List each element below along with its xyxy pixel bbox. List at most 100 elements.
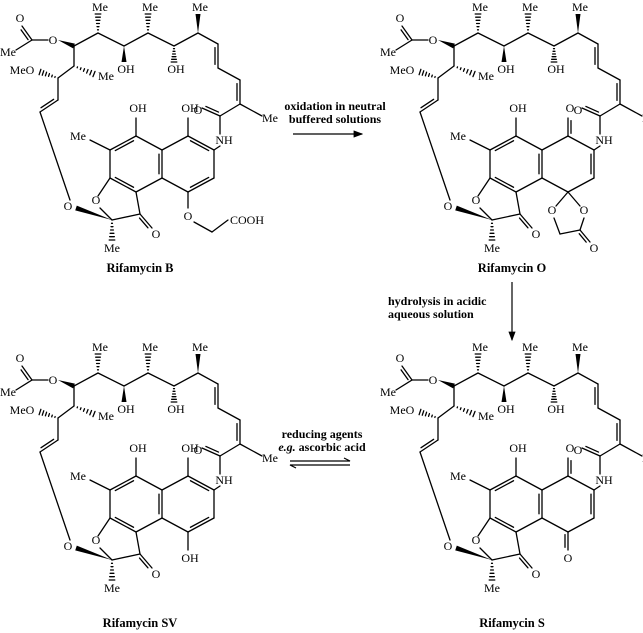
hash-bond — [44, 71, 48, 77]
ring-bond — [161, 517, 189, 533]
methyl-2: Me — [522, 340, 538, 354]
ring-bond — [161, 177, 189, 193]
wedge-bond — [75, 205, 112, 220]
double-bond — [40, 438, 55, 449]
bond — [515, 191, 521, 215]
bond — [123, 372, 149, 387]
hash-bond — [38, 408, 42, 416]
wedge-bond — [75, 545, 112, 560]
bond — [593, 485, 601, 491]
ring-bond — [161, 475, 189, 491]
aromatic-bond — [187, 475, 215, 491]
hash-bond — [472, 410, 476, 418]
hash-bond — [462, 408, 466, 412]
amide-oxygen: O — [194, 103, 203, 117]
aromatic-bond — [494, 516, 515, 528]
bond — [491, 553, 521, 561]
methyl-1: Me — [92, 0, 108, 14]
double-bond — [138, 217, 149, 229]
double-bond — [519, 213, 533, 229]
ring-bond — [515, 475, 543, 491]
bond — [213, 485, 221, 491]
hash-bond — [85, 68, 89, 74]
ring-bond — [567, 475, 595, 491]
hydroxyl-1: OH — [497, 62, 515, 76]
bond — [437, 405, 455, 419]
bond — [503, 372, 529, 387]
side-methyl: Me — [98, 69, 114, 83]
aromatic-bond — [494, 176, 515, 188]
double-bond — [420, 98, 435, 109]
hash-bond — [459, 407, 462, 411]
diene-methyl: Me — [262, 111, 278, 125]
aromatic-bond — [489, 135, 517, 151]
bond — [97, 517, 111, 537]
hash-bond — [431, 414, 433, 418]
ansa-oxygen: O — [444, 199, 453, 213]
wedge-bond — [58, 40, 75, 49]
bond — [395, 39, 413, 51]
molecule-rifamycin-o: OMeOMeOHMeOHMeMeONHMeMeOOOHOMeOMeOOOO — [380, 0, 643, 255]
bond — [135, 191, 141, 215]
methoxy: MeO — [10, 63, 35, 77]
reaction-arrow-oxidation: oxidation in neutral buffered solutions — [284, 99, 386, 138]
hash-bond — [44, 411, 48, 417]
wedge-bond — [575, 354, 581, 373]
bond — [597, 67, 621, 81]
ring-substituent-right: O — [566, 101, 575, 115]
equilibrium-arrow-forward — [290, 457, 351, 462]
double-bond — [21, 365, 33, 381]
ring-substituent-right: O — [566, 441, 575, 455]
hash-bond — [421, 410, 425, 416]
ring-hydroxyl-bottom: OH — [181, 551, 199, 565]
double-bond — [419, 439, 439, 453]
acetyl-carbonyl-oxygen: O — [16, 351, 25, 365]
aromatic-bond — [109, 177, 137, 193]
furan-oxygen: O — [92, 193, 101, 207]
double-bond — [400, 369, 409, 381]
aromatic-bond — [489, 475, 517, 491]
amide-nh: NH — [595, 473, 613, 487]
amide-nh: NH — [215, 473, 233, 487]
furan-oxygen: O — [472, 533, 481, 547]
bond — [97, 32, 125, 47]
bond — [553, 32, 579, 47]
ansa-oxygen: O — [64, 539, 73, 553]
bond — [219, 103, 241, 117]
hash-bond — [38, 68, 42, 76]
aromatic-bond — [189, 176, 210, 188]
spiro-oxygen-1: O — [548, 203, 557, 217]
ring-bond — [135, 517, 163, 533]
side-methyl: Me — [478, 409, 494, 423]
bond — [15, 39, 33, 51]
bond — [527, 32, 555, 47]
bond — [503, 32, 529, 47]
reaction-equilibrium-reduction: reducing agents e.g. ascorbic acid — [278, 427, 366, 469]
ring-bond — [515, 135, 543, 151]
ring-bond — [541, 475, 569, 491]
double-bond — [201, 447, 221, 457]
bond — [197, 32, 219, 45]
ring-hydroxyl-left: OH — [129, 101, 147, 115]
hydroxyl-2: OH — [167, 62, 185, 76]
bond — [173, 32, 199, 47]
ketone-oxygen: O — [152, 567, 161, 581]
bond — [577, 32, 599, 45]
bond — [39, 451, 71, 541]
wedge-bond — [501, 46, 507, 62]
hash-bond — [472, 70, 476, 78]
ring-bond — [541, 135, 569, 151]
bond — [135, 531, 141, 555]
methyl-3: Me — [192, 340, 208, 354]
methyl-1: Me — [92, 340, 108, 354]
bond — [477, 177, 491, 197]
hydroxyl-2: OH — [547, 62, 565, 76]
aromatic-bond — [189, 140, 210, 152]
diene-methyl: Me — [262, 451, 278, 465]
aromatic-bond — [494, 480, 515, 492]
wedge-bond — [121, 386, 127, 402]
methoxy: MeO — [10, 403, 35, 417]
aromatic-bond — [109, 135, 137, 151]
bond — [57, 65, 75, 79]
wedge-bond — [455, 545, 492, 560]
